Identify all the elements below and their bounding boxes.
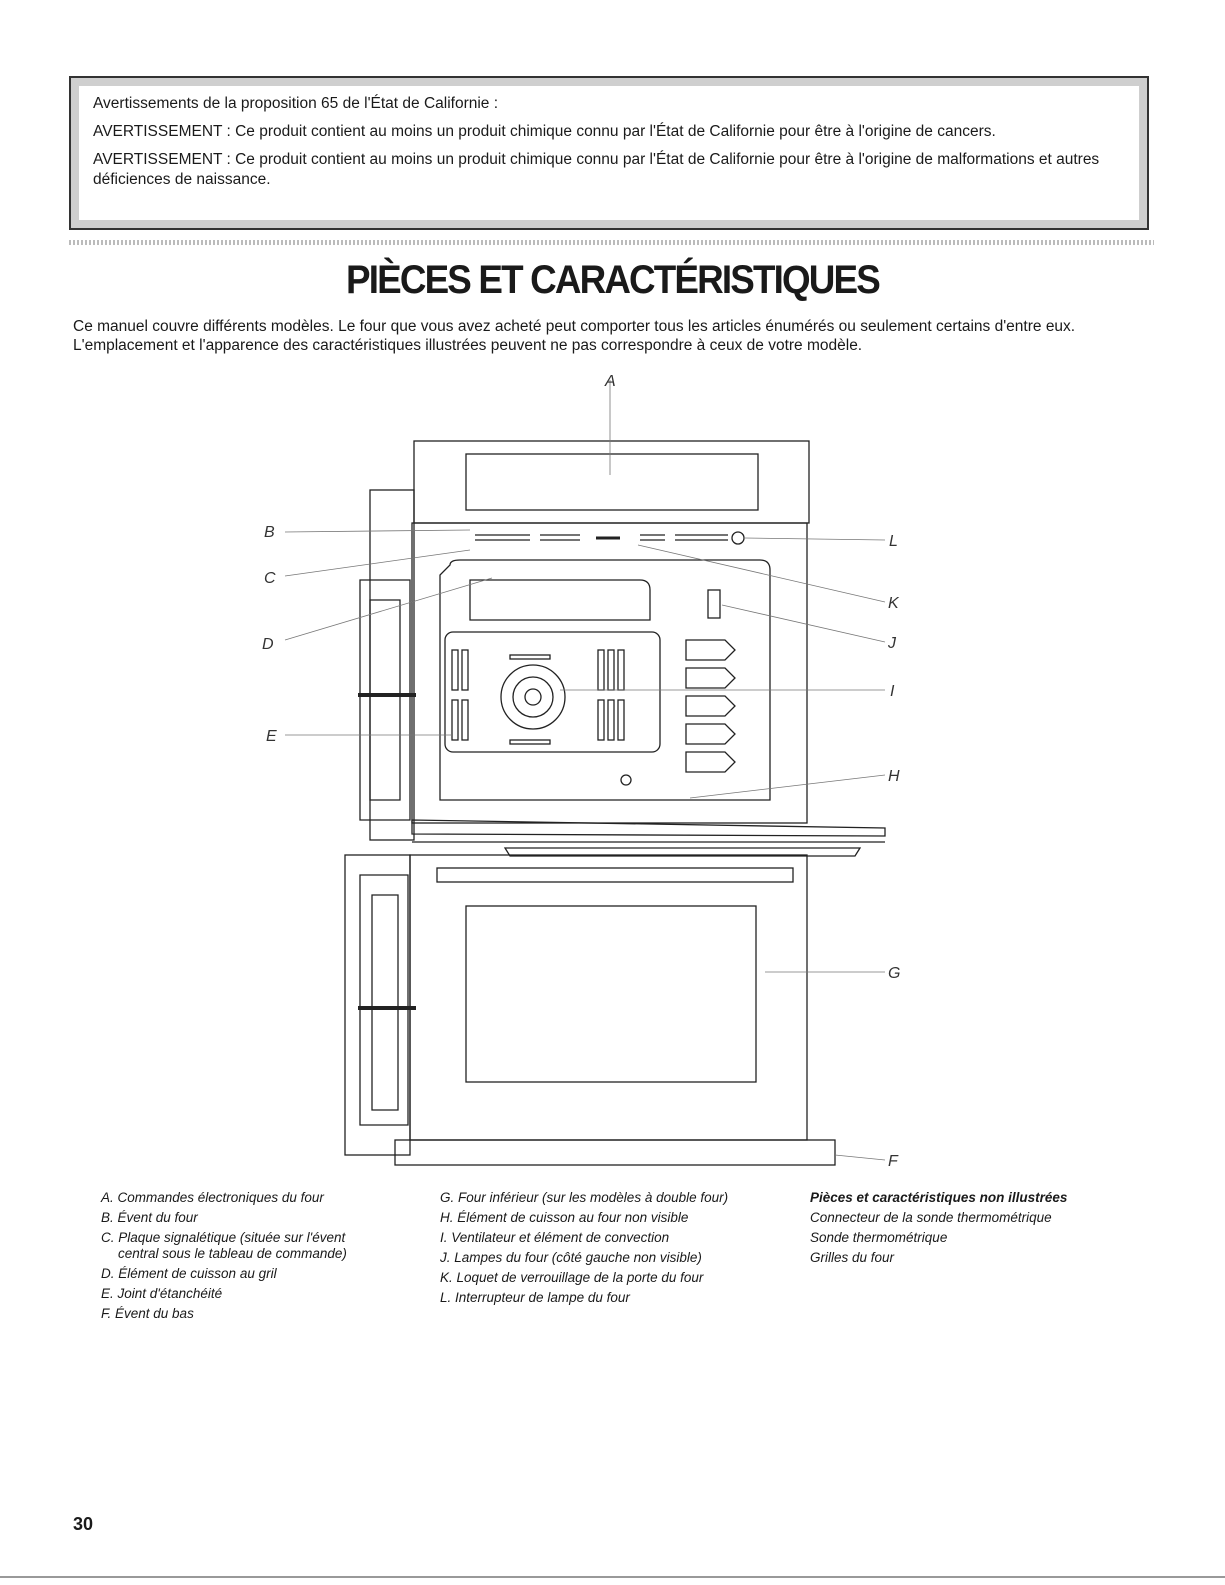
oven-diagram: A B C D E L K J I H G F	[262, 373, 900, 1170]
warning-heading: Avertissements de la proposition 65 de l…	[93, 95, 499, 112]
upper-oven-door-open	[411, 819, 886, 837]
label-d: D	[262, 636, 274, 653]
label-b: B	[264, 524, 275, 541]
legend-item: L. Interrupteur de lampe du four	[440, 1290, 630, 1305]
label-c: C	[264, 570, 276, 587]
legend-item: J. Lampes du four (côté gauche non visib…	[440, 1250, 702, 1265]
probe-connector	[620, 774, 632, 786]
label-k: K	[888, 595, 900, 612]
bottom-rule	[0, 1576, 1225, 1578]
legend-item-continued: central sous le tableau de commande)	[118, 1246, 347, 1261]
lower-oven-window	[465, 905, 757, 1083]
legend-item: I. Ventilateur et élément de convection	[440, 1230, 670, 1245]
label-i: I	[890, 683, 895, 700]
label-e: E	[266, 728, 277, 745]
legend-item: Grilles du four	[810, 1250, 895, 1265]
page-title: PIÈCES ET CARACTÉRISTIQUES	[346, 258, 881, 302]
lower-door-handle	[436, 867, 794, 883]
legend-item: B. Évent du four	[101, 1210, 198, 1225]
legend-column-2: G. Four inférieur (sur les modèles à dou…	[440, 1188, 728, 1308]
legend-column-3: Pièces et caractéristiques non illustrée…	[810, 1188, 1067, 1268]
legend-item: Sonde thermométrique	[810, 1230, 948, 1245]
convection-panel	[444, 631, 661, 753]
warning-cancer: AVERTISSEMENT : Ce produit contient au m…	[93, 123, 996, 140]
legend-item: E. Joint d'étanchéité	[101, 1286, 223, 1301]
prop65-warning-content: Avertissements de la proposition 65 de l…	[81, 86, 1137, 218]
legend-item: C. Plaque signalétique (située sur l'éve…	[101, 1230, 346, 1245]
convection-fan-icon	[500, 664, 566, 730]
label-j: J	[887, 635, 897, 652]
label-h: H	[888, 768, 900, 785]
light-switch	[731, 531, 745, 545]
legend-item: D. Élément de cuisson au gril	[101, 1266, 277, 1281]
warning-birth-defects: AVERTISSEMENT : Ce produit contient au m…	[93, 151, 1100, 188]
bottom-vent	[394, 1139, 836, 1166]
cabinet-left-upper	[369, 489, 415, 841]
prop65-warning-box: Avertissements de la proposition 65 de l…	[69, 76, 1149, 230]
control-panel	[413, 440, 810, 524]
legend-column-1: A. Commandes électroniques du four B. Év…	[101, 1188, 347, 1324]
leader-lines	[284, 380, 886, 1161]
oven-lamp	[707, 589, 721, 619]
label-f: F	[888, 1153, 899, 1170]
legend-item: A. Commandes électroniques du four	[101, 1190, 324, 1205]
broil-element	[469, 579, 651, 621]
label-g: G	[888, 965, 900, 982]
label-a: A	[604, 373, 616, 390]
legend-item: H. Élément de cuisson au four non visibl…	[440, 1210, 689, 1225]
side-racks	[358, 579, 416, 1126]
label-l: L	[889, 533, 898, 550]
legend-heading-not-shown: Pièces et caractéristiques non illustrée…	[810, 1190, 1068, 1205]
legend-item: Connecteur de la sonde thermométrique	[810, 1210, 1052, 1225]
legend-item: G. Four inférieur (sur les modèles à dou…	[440, 1190, 729, 1205]
intro-paragraph: Ce manuel couvre différents modèles. Le …	[73, 318, 1076, 354]
control-display	[465, 453, 759, 511]
rack-supports	[685, 639, 736, 773]
page-number: 30	[73, 1514, 94, 1534]
lower-oven-frame	[409, 854, 808, 1141]
legend-item: F. Évent du bas	[101, 1306, 194, 1321]
upper-oven-frame	[411, 522, 808, 824]
convection-slots	[451, 649, 625, 745]
oven-cavity	[439, 559, 771, 801]
legend-item: K. Loquet de verrouillage de la porte du…	[440, 1270, 704, 1285]
oven-vent	[475, 534, 728, 541]
hatched-divider	[69, 240, 1154, 245]
